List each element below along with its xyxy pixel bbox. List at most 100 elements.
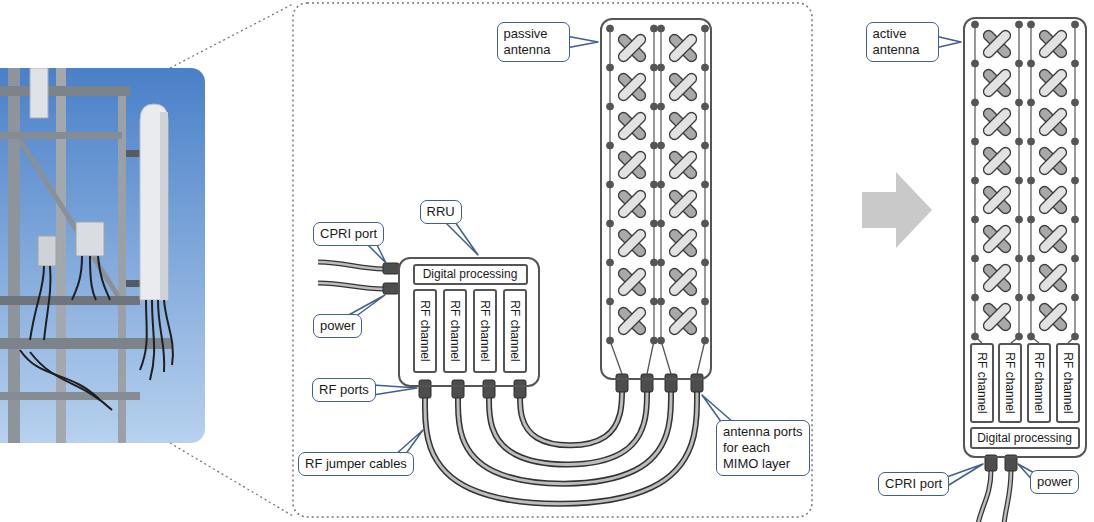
feed-column <box>972 21 1023 340</box>
callout-tails <box>345 36 1036 488</box>
panel-shade <box>160 112 168 300</box>
rru-input-cables <box>318 262 384 289</box>
cpri-cable <box>318 262 384 269</box>
jumper-cable-core <box>520 380 622 445</box>
heading-callout: RRU <box>420 200 462 224</box>
box-label: RF channel <box>448 300 462 361</box>
feed-column <box>607 25 658 344</box>
box-label: RF channel <box>1003 352 1017 413</box>
rf-channel-box: RF channel <box>413 289 437 373</box>
jumper-cable-core <box>425 380 697 504</box>
mast-beam <box>0 392 140 400</box>
box-label: RF channel <box>1032 352 1046 413</box>
active-antenna: active antennaRF channelRF channelRF cha… <box>963 17 1087 458</box>
box-label: RF channel <box>418 300 432 361</box>
callout-text: CPRI port <box>885 476 942 492</box>
jumper-cable-outline <box>458 380 671 484</box>
processing-box: Digital processing <box>970 427 1080 449</box>
power-cable-core <box>318 283 384 289</box>
photo-cable <box>44 266 51 340</box>
tower-photo <box>0 68 205 443</box>
photo-cable <box>140 300 147 370</box>
processing-box: Digital processing <box>413 264 528 285</box>
active-input-cables <box>978 470 1011 522</box>
callout-box: antenna ports for each MIMO layer <box>716 420 810 476</box>
callout-box: RF ports <box>312 378 376 402</box>
jumper-cable <box>489 380 647 464</box>
sky <box>0 68 205 443</box>
feed-lines <box>610 341 705 375</box>
mast-beam <box>0 296 140 305</box>
photo-cables <box>20 256 173 410</box>
feed-line <box>661 341 671 375</box>
rru-photo <box>38 236 56 266</box>
power-cable-core <box>1004 470 1011 522</box>
callout-tail <box>935 36 961 48</box>
dipole-column <box>616 32 647 336</box>
rf-channel-box: RF channel <box>503 289 527 373</box>
power-cable <box>1004 470 1011 522</box>
rru-photo <box>76 222 104 256</box>
callout-text: RF ports <box>319 382 369 398</box>
box-label: Digital processing <box>972 429 1078 447</box>
photo-cable <box>72 256 82 300</box>
jumper-cable <box>425 380 697 504</box>
callout-text: antenna ports for each MIMO layer <box>723 424 803 472</box>
photo-cable <box>30 266 44 340</box>
jumper-cable <box>520 380 622 445</box>
callout-text: CPRI port <box>320 226 377 242</box>
jumper-cable-outline <box>425 380 697 504</box>
callout-box: power <box>1030 470 1079 494</box>
photo-cable <box>98 256 110 300</box>
box-label: Digital processing <box>415 266 526 283</box>
heading-callout: active antenna <box>866 22 939 62</box>
feed-column <box>658 25 709 344</box>
antenna-port <box>616 374 628 392</box>
callout-box: CPRI port <box>878 472 949 496</box>
rf-channel-box: RF channel <box>443 289 467 373</box>
callout-text: power <box>1037 474 1072 490</box>
callout-box: power <box>313 314 362 338</box>
passive-antenna: passive antenna <box>600 18 712 380</box>
power-port <box>383 283 399 294</box>
rf-channel-box: RF channel <box>1027 343 1051 423</box>
jumper-cable <box>458 380 671 484</box>
callout-tail <box>366 243 386 263</box>
box-label: RF channel <box>1061 352 1075 413</box>
mast-beam <box>0 86 130 96</box>
feed-column <box>1028 21 1079 340</box>
photo-cable <box>150 300 154 380</box>
antenna-ports <box>616 374 703 392</box>
callout-box: RF jumper cables <box>298 452 414 476</box>
feed-line <box>647 341 654 375</box>
zoom-line <box>170 4 293 68</box>
callout-tail <box>702 395 734 423</box>
jumper-cable-outline <box>489 380 647 464</box>
cpri-cable-core <box>318 262 384 269</box>
feed-line <box>610 341 622 375</box>
cpri-cable <box>978 470 991 522</box>
rf-port <box>452 380 464 398</box>
photo-cable <box>158 300 164 372</box>
antenna-port <box>691 374 703 392</box>
feed-line <box>697 341 705 375</box>
zoom-frame <box>293 3 812 517</box>
mast-pole <box>118 95 126 443</box>
rf-channel-box: RF channel <box>970 343 994 423</box>
callout-tail <box>944 464 983 488</box>
heading-callout: passive antenna <box>497 22 570 62</box>
jumper-cable-group <box>425 380 697 504</box>
callout-text: power <box>320 318 355 334</box>
box-label: RF channel <box>975 352 989 413</box>
antenna-panel-photo <box>140 104 168 300</box>
mast-brace <box>20 140 118 296</box>
dipole-column <box>981 28 1012 332</box>
photo-cable <box>90 256 96 300</box>
antenna-port <box>665 374 677 392</box>
transition-arrow <box>862 172 932 248</box>
mast-beam <box>0 132 122 139</box>
mast-pole <box>8 68 20 443</box>
rf-ports <box>419 380 526 398</box>
